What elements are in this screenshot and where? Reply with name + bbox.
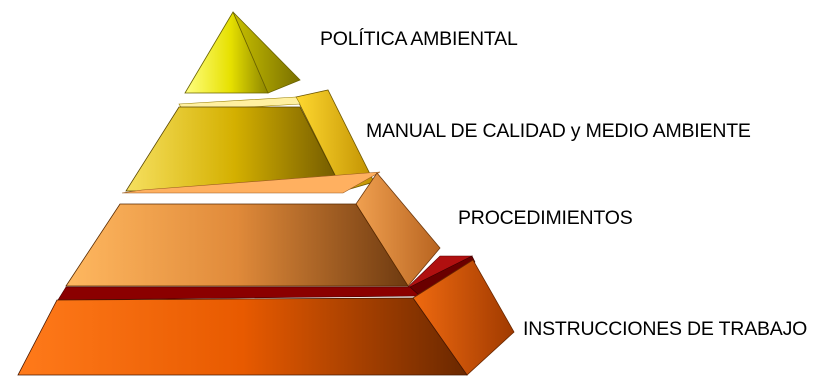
- level-3-label: PROCEDIMIENTOS: [458, 207, 633, 229]
- level-3-top-face: [121, 171, 381, 194]
- separator-side-face: [409, 255, 476, 297]
- pyramid-level-1: POLÍTICA AMBIENTAL: [184, 11, 518, 94]
- level-1-side-face: [232, 11, 301, 94]
- level-2-label: MANUAL DE CALIDAD y MEDIO AMBIENTE: [366, 120, 751, 142]
- pyramid-level-2: MANUAL DE CALIDAD y MEDIO AMBIENTE: [125, 89, 751, 192]
- level-1-label: POLÍTICA AMBIENTAL: [320, 27, 518, 50]
- level-3-front-face: [65, 203, 409, 287]
- level-4-front-face: [17, 297, 468, 376]
- pyramid-separator: [57, 255, 476, 301]
- pyramid-level-4: INSTRUCCIONES DE TRABAJO: [17, 259, 807, 376]
- pyramid-level-3: PROCEDIMIENTOS: [65, 171, 633, 287]
- level-4-label: INSTRUCCIONES DE TRABAJO: [523, 318, 807, 340]
